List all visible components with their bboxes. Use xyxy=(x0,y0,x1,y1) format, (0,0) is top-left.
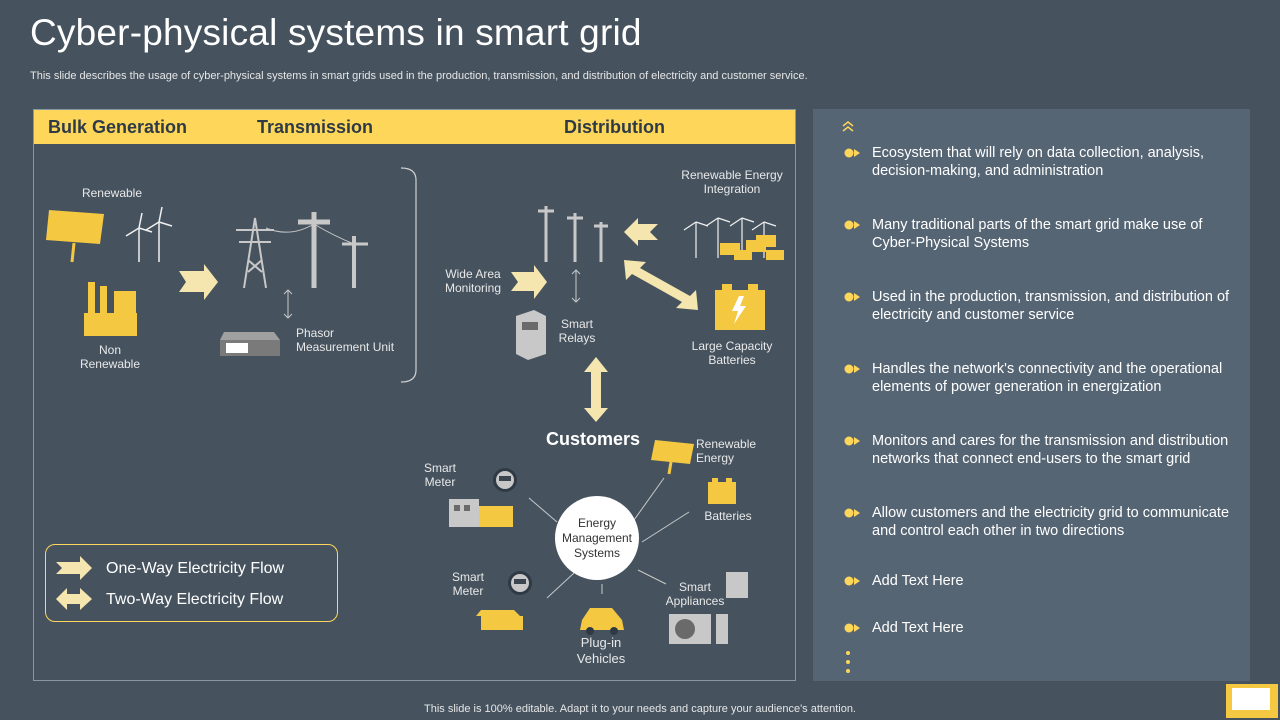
electric-car-icon xyxy=(580,608,624,635)
label-smart-appliances-2: Appliances xyxy=(665,594,725,608)
bullet-text: Add Text Here xyxy=(872,620,964,636)
label-renewable: Renewable xyxy=(81,186,143,200)
bullet-marker-icon xyxy=(844,148,860,158)
label-large-batteries-2: Batteries xyxy=(708,353,756,367)
bullet-text: Monitors and cares for the transmission … xyxy=(872,433,1229,467)
wind-turbine-icon xyxy=(125,206,173,262)
label-renewable-energy-2: Energy xyxy=(696,451,735,465)
bullet-marker-icon xyxy=(844,508,860,518)
band-distribution: Distribution xyxy=(564,117,665,137)
label-wide-area-1: Wide Area xyxy=(445,267,501,281)
label-phasor-1: Phasor xyxy=(296,326,335,340)
legend-one-way: One-Way Electricity Flow xyxy=(106,560,285,577)
legend-box: One-Way Electricity Flow Two-Way Electri… xyxy=(45,544,338,622)
bullet-marker-icon xyxy=(844,623,860,633)
legend-two-way: Two-Way Electricity Flow xyxy=(106,591,284,608)
power-pole-icon xyxy=(298,212,368,288)
description-panel: Ecosystem that will rely on data collect… xyxy=(813,109,1250,681)
band-transmission: Transmission xyxy=(257,117,374,137)
bullet-marker-icon xyxy=(844,220,860,230)
bullet-text: Many traditional parts of the smart grid… xyxy=(872,217,1203,251)
bullet-marker-icon xyxy=(844,576,860,586)
smart-meter-icon xyxy=(508,571,532,595)
label-smart-relays-1: Smart xyxy=(560,317,593,331)
slide-subtitle: This slide describes the usage of cyber-… xyxy=(30,70,808,82)
smart-meter-icon xyxy=(493,468,517,492)
two-way-arrow-icon xyxy=(624,260,698,310)
label-smart-meter-a-2: Meter xyxy=(424,475,456,489)
label-non-renewable-1: Non xyxy=(98,343,121,357)
battery-icon xyxy=(708,478,736,504)
solar-panel-icon xyxy=(46,210,104,263)
category-band: Bulk Generation Transmission Distributio… xyxy=(34,110,795,144)
energy-management-systems-node: Energy Management Systems xyxy=(555,496,639,580)
label-smart-meter-b-2: Meter xyxy=(452,584,484,598)
ems-line-3: Systems xyxy=(573,545,620,560)
bullet-marker-icon xyxy=(844,292,860,302)
label-renewable-energy-1: Renewable xyxy=(696,437,757,451)
label-smart-meter-a-1: Smart xyxy=(423,461,456,475)
distribution-pole-icon xyxy=(538,206,608,262)
label-renewable-integration-1: Renewable Energy xyxy=(681,168,783,182)
slide-title: Cyber-physical systems in smart grid xyxy=(30,12,642,53)
appliance-icon xyxy=(669,572,748,644)
building-icon xyxy=(449,499,513,527)
bullet-text: Used in the production, transmission, an… xyxy=(872,289,1230,323)
label-smart-appliances-1: Smart xyxy=(678,580,711,594)
bullet-text: Handles the network's connectivity and t… xyxy=(872,361,1223,395)
dots-icon xyxy=(846,651,850,673)
bullet-marker-icon xyxy=(844,364,860,374)
solar-panel-icon xyxy=(651,440,694,475)
label-batteries: Batteries xyxy=(704,509,752,523)
phasor-measurement-device-icon xyxy=(220,332,280,356)
diagram-artwork xyxy=(46,167,784,644)
bullet-text: Allow customers and the electricity grid… xyxy=(872,505,1230,539)
bullet-marker-icon xyxy=(844,436,860,446)
one-way-arrow-icon xyxy=(179,264,218,300)
label-plugin-1: Plug-in xyxy=(580,635,622,650)
label-plugin-2: Vehicles xyxy=(576,651,626,666)
factory-icon xyxy=(84,282,137,336)
band-bulk-generation: Bulk Generation xyxy=(48,117,188,137)
label-large-batteries-1: Large Capacity xyxy=(691,339,773,353)
label-customers: Customers xyxy=(546,429,641,449)
transmission-tower-icon xyxy=(236,217,274,289)
battery-icon xyxy=(715,284,765,330)
footer-note: This slide is 100% editable. Adapt it to… xyxy=(424,703,856,715)
ems-line-1: Energy xyxy=(577,515,616,530)
label-smart-meter-b-1: Smart xyxy=(451,570,484,584)
house-icon xyxy=(476,610,523,630)
ems-line-2: Management xyxy=(561,530,633,545)
corner-decoration xyxy=(1226,684,1278,718)
chevron-up-icon xyxy=(842,121,854,132)
ems-connectors xyxy=(528,477,690,599)
label-non-renewable-2: Renewable xyxy=(79,357,141,371)
smart-grid-diagram: Bulk Generation Transmission Distributio… xyxy=(33,109,796,681)
bullet-text: Add Text Here xyxy=(872,573,964,589)
label-phasor-2: Measurement Unit xyxy=(296,340,395,354)
label-renewable-integration-2: Integration xyxy=(703,182,761,196)
label-wide-area-2: Monitoring xyxy=(444,281,502,295)
bracket-divider xyxy=(400,167,417,383)
smart-relay-icon xyxy=(516,310,546,360)
bullet-text: Ecosystem that will rely on data collect… xyxy=(872,145,1205,179)
label-smart-relays-2: Relays xyxy=(558,331,596,345)
